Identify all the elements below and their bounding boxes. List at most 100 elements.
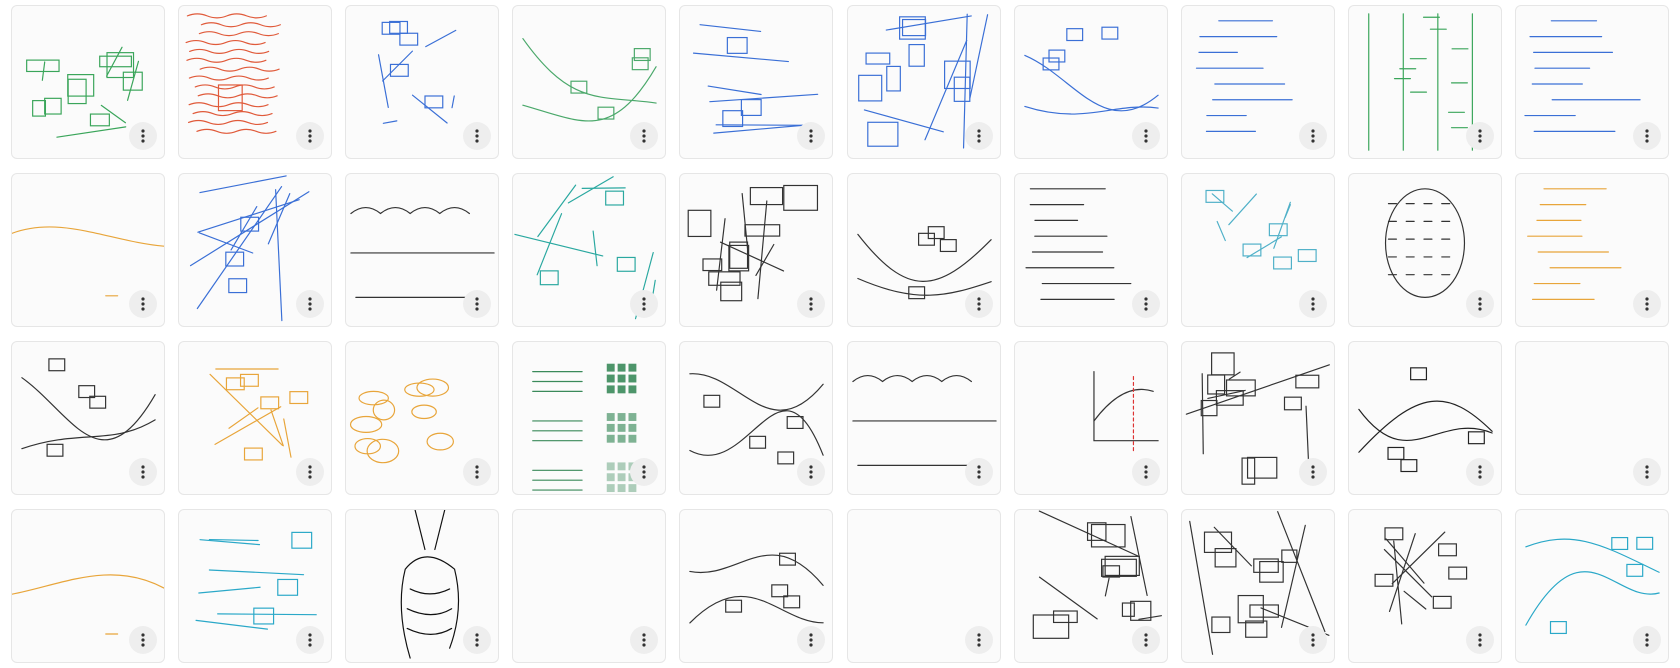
whiteboard-thumbnail[interactable]: [1347, 509, 1502, 663]
whiteboard-thumbnail[interactable]: [178, 5, 333, 159]
whiteboard-thumbnail[interactable]: [178, 509, 333, 663]
more-options-button[interactable]: [296, 122, 325, 150]
more-options-button[interactable]: [463, 122, 492, 150]
more-vert-icon: [141, 129, 145, 143]
more-options-button[interactable]: [630, 458, 659, 486]
more-options-button[interactable]: [1131, 458, 1160, 486]
more-vert-icon: [475, 465, 479, 479]
whiteboard-thumbnail[interactable]: [846, 5, 1001, 159]
more-vert-icon: [1645, 465, 1649, 479]
more-options-button[interactable]: [964, 626, 993, 654]
whiteboard-thumbnail[interactable]: [178, 341, 333, 495]
more-options-button[interactable]: [1465, 458, 1494, 486]
whiteboard-thumbnail[interactable]: [512, 341, 667, 495]
more-options-button[interactable]: [1632, 290, 1661, 318]
whiteboard-thumbnail[interactable]: [1013, 173, 1168, 327]
whiteboard-thumbnail[interactable]: [1514, 341, 1669, 495]
whiteboard-thumbnail[interactable]: [1180, 341, 1335, 495]
whiteboard-thumbnail[interactable]: [1013, 341, 1168, 495]
more-vert-icon: [308, 465, 312, 479]
whiteboard-thumbnail[interactable]: [1013, 509, 1168, 663]
more-options-button[interactable]: [1298, 290, 1327, 318]
whiteboard-preview-image: [190, 175, 310, 322]
whiteboard-thumbnail[interactable]: [1013, 5, 1168, 159]
more-options-button[interactable]: [630, 122, 659, 150]
more-vert-icon: [642, 465, 646, 479]
whiteboard-thumbnail[interactable]: [345, 509, 500, 663]
more-options-button[interactable]: [1131, 122, 1160, 150]
more-options-button[interactable]: [1632, 626, 1661, 654]
more-vert-icon: [642, 129, 646, 143]
whiteboard-preview-image: [378, 20, 457, 124]
whiteboard-preview-image: [1358, 367, 1493, 473]
whiteboard-thumbnail[interactable]: [1347, 173, 1502, 327]
whiteboard-thumbnail[interactable]: [679, 173, 834, 327]
more-options-button[interactable]: [296, 458, 325, 486]
whiteboard-preview-image: [1195, 20, 1293, 132]
whiteboard-thumbnail[interactable]: [1180, 5, 1335, 159]
more-options-button[interactable]: [964, 122, 993, 150]
whiteboard-thumbnail[interactable]: [679, 509, 834, 663]
more-options-button[interactable]: [964, 290, 993, 318]
more-options-button[interactable]: [463, 458, 492, 486]
whiteboard-thumbnail[interactable]: [345, 5, 500, 159]
more-options-button[interactable]: [630, 290, 659, 318]
whiteboard-thumbnail[interactable]: [1347, 341, 1502, 495]
whiteboard-thumbnail[interactable]: [1180, 509, 1335, 663]
more-vert-icon: [976, 297, 981, 311]
more-vert-icon: [308, 633, 312, 647]
more-options-button[interactable]: [1131, 626, 1160, 654]
more-options-button[interactable]: [1465, 290, 1494, 318]
whiteboard-thumbnail[interactable]: [1180, 173, 1335, 327]
more-options-button[interactable]: [129, 626, 157, 654]
more-options-button[interactable]: [463, 626, 492, 654]
whiteboard-thumbnail[interactable]: [11, 509, 165, 663]
more-options-button[interactable]: [129, 122, 157, 150]
whiteboard-preview-image: [350, 206, 495, 298]
more-options-button[interactable]: [797, 458, 826, 486]
whiteboard-thumbnail[interactable]: [1514, 173, 1669, 327]
whiteboard-thumbnail[interactable]: [11, 341, 165, 495]
whiteboard-thumbnail[interactable]: [846, 173, 1001, 327]
more-options-button[interactable]: [630, 626, 659, 654]
whiteboard-thumbnail[interactable]: [679, 5, 834, 159]
more-vert-icon: [141, 465, 145, 479]
whiteboard-thumbnail[interactable]: [11, 5, 165, 159]
more-options-button[interactable]: [964, 458, 993, 486]
whiteboard-thumbnail[interactable]: [512, 509, 667, 663]
more-vert-icon: [1645, 129, 1649, 143]
more-options-button[interactable]: [129, 458, 157, 486]
more-options-button[interactable]: [1298, 122, 1327, 150]
more-options-button[interactable]: [296, 626, 325, 654]
whiteboard-thumbnail[interactable]: [345, 341, 500, 495]
whiteboard-thumbnail[interactable]: [512, 173, 667, 327]
whiteboard-thumbnail[interactable]: [846, 341, 1001, 495]
whiteboard-thumbnail[interactable]: [846, 509, 1001, 663]
whiteboard-preview-image: [1527, 188, 1622, 300]
whiteboard-thumbnail[interactable]: [512, 5, 667, 159]
more-options-button[interactable]: [1131, 290, 1160, 318]
whiteboard-preview-image: [688, 184, 819, 302]
whiteboard-preview-image: [1023, 26, 1159, 115]
whiteboard-thumbnail[interactable]: [178, 173, 333, 327]
more-options-button[interactable]: [797, 626, 826, 654]
whiteboard-thumbnail[interactable]: [1347, 5, 1502, 159]
more-options-button[interactable]: [1465, 122, 1494, 150]
more-options-button[interactable]: [1632, 458, 1661, 486]
more-options-button[interactable]: [296, 290, 325, 318]
whiteboard-thumbnail[interactable]: [1514, 5, 1669, 159]
more-options-button[interactable]: [129, 290, 157, 318]
more-options-button[interactable]: [463, 290, 492, 318]
more-options-button[interactable]: [797, 122, 826, 150]
more-vert-icon: [1311, 129, 1315, 143]
whiteboard-thumbnail[interactable]: [679, 341, 834, 495]
more-options-button[interactable]: [1465, 626, 1494, 654]
whiteboard-thumbnail[interactable]: [1514, 509, 1669, 663]
more-options-button[interactable]: [797, 290, 826, 318]
whiteboard-thumbnail[interactable]: [345, 173, 500, 327]
whiteboard-thumbnail[interactable]: [11, 173, 165, 327]
more-options-button[interactable]: [1298, 458, 1327, 486]
more-options-button[interactable]: [1298, 626, 1327, 654]
whiteboard-preview-image: [1205, 189, 1317, 270]
more-options-button[interactable]: [1632, 122, 1661, 150]
